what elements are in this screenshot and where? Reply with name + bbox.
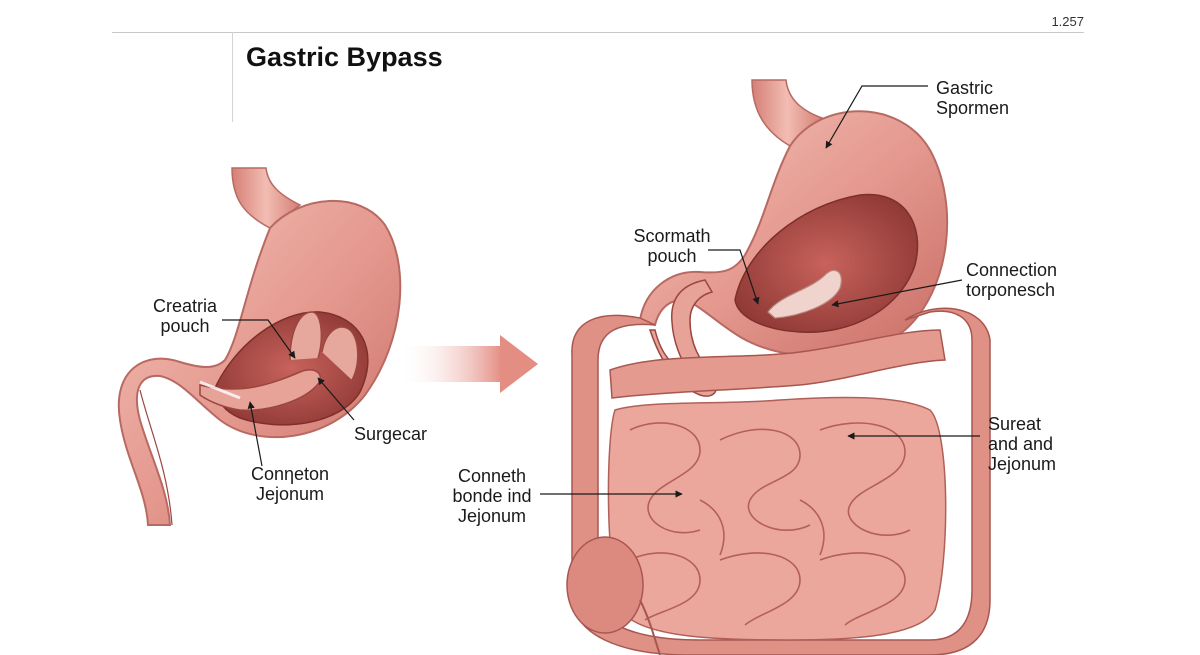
header-rule <box>112 32 1084 33</box>
transition-arrow-icon <box>398 335 538 393</box>
page-number: 1.257 <box>1051 14 1084 29</box>
left-jejunum-label: Conneth bonde ind Jejonum <box>452 466 532 526</box>
page-title: Gastric Bypass <box>246 42 443 72</box>
left-pouch-label: Creatria pouch <box>152 296 218 336</box>
left-connection-label: Conηeton Jejonum <box>250 464 330 504</box>
right-stomach-figure <box>566 79 991 655</box>
left-surgery-label: Surgecar <box>354 424 428 444</box>
right-pouch-label: Scormath pouch <box>633 226 711 266</box>
side-rule <box>232 32 233 122</box>
right-jejunum-label: Sureat and and Jejonum <box>988 414 1057 474</box>
leader-lines <box>222 85 980 498</box>
right-stomach-label: Gastric Spormen <box>936 78 1010 118</box>
right-connection-label: Connection torponesch <box>966 260 1058 300</box>
